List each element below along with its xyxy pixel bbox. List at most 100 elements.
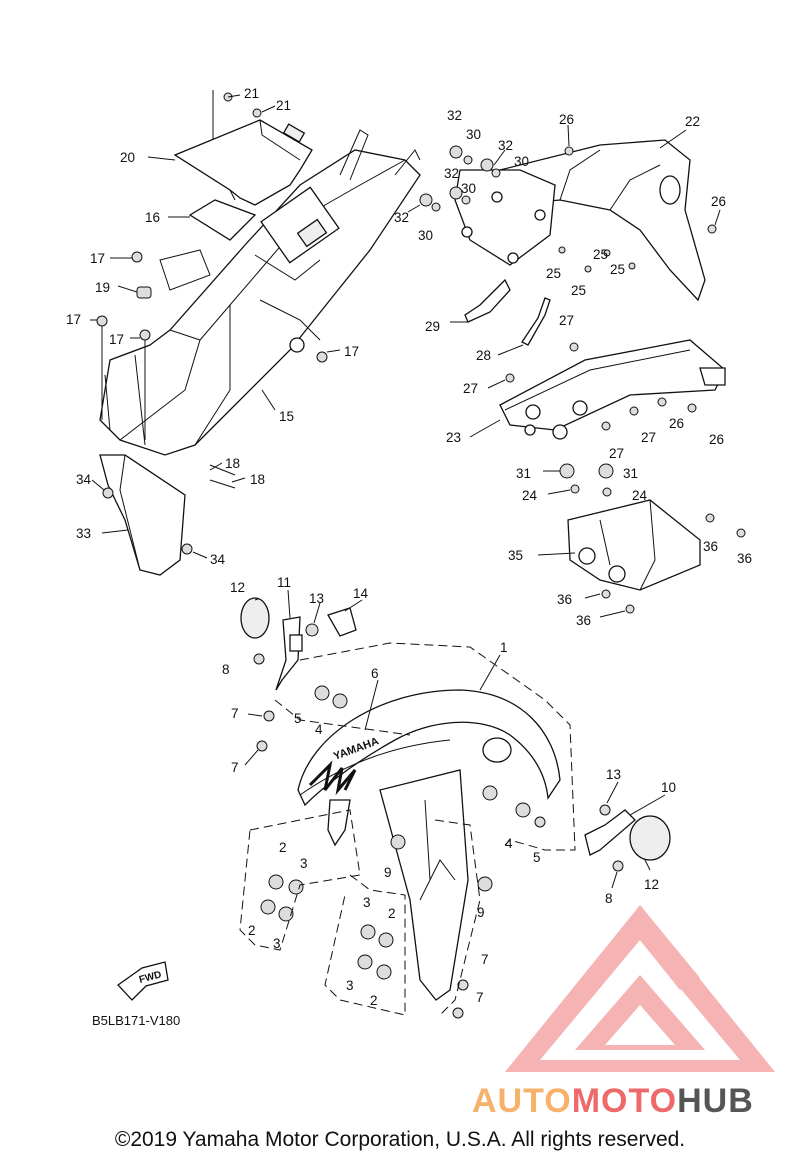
callout-3d: 3 xyxy=(346,978,354,993)
callout-27a: 27 xyxy=(559,313,574,328)
callout-23: 23 xyxy=(446,430,461,445)
callout-34b: 34 xyxy=(210,552,226,567)
mudguard-lower-cover xyxy=(567,499,701,591)
watermark-text: AUTOMOTOHUB xyxy=(472,1082,754,1121)
callout-35: 35 xyxy=(508,548,523,563)
rubber-pad xyxy=(188,199,257,241)
callout-8b: 8 xyxy=(605,891,613,906)
callout-21a: 21 xyxy=(244,86,259,101)
watermark-part-1: AUTO xyxy=(472,1082,572,1120)
callout-24b: 24 xyxy=(632,488,648,503)
callout-5b: 5 xyxy=(533,850,541,865)
front-fender: YAMAHA xyxy=(297,689,561,1001)
rear-flap xyxy=(99,454,236,576)
callout-25d: 25 xyxy=(610,262,625,277)
callout-18b: 18 xyxy=(250,472,265,487)
callout-12b: 12 xyxy=(644,877,659,892)
callout-25c: 25 xyxy=(571,283,586,298)
dashed-assembly-lines xyxy=(239,642,576,1016)
rear-frame-bracket xyxy=(499,339,726,440)
callout-30c: 30 xyxy=(461,181,476,196)
callout-7c: 7 xyxy=(481,952,489,967)
automotohub-logo xyxy=(505,905,775,1072)
callout-29: 29 xyxy=(425,319,440,334)
callout-31b: 31 xyxy=(623,466,638,481)
fasteners-front xyxy=(256,685,546,1019)
callout-15: 15 xyxy=(279,409,294,424)
callout-13a: 13 xyxy=(309,591,324,606)
callout-6: 6 xyxy=(371,666,379,681)
fwd-arrow: FWD xyxy=(117,961,169,1001)
callout-32c: 32 xyxy=(444,166,459,181)
callout-17b: 17 xyxy=(66,312,81,327)
callout-7a: 7 xyxy=(231,706,239,721)
callout-17d: 17 xyxy=(344,344,359,359)
callout-32d: 32 xyxy=(394,210,409,225)
callout-3a: 3 xyxy=(300,856,308,871)
callout-32a: 32 xyxy=(447,108,462,123)
callout-25b: 25 xyxy=(593,247,608,262)
callout-22: 22 xyxy=(685,114,700,129)
callout-30a: 30 xyxy=(466,127,481,142)
reflector-left xyxy=(240,597,357,691)
callout-5a: 5 xyxy=(294,711,302,726)
rear-fender-assembly xyxy=(99,129,421,456)
callout-3c: 3 xyxy=(363,895,371,910)
callout-26c: 26 xyxy=(669,416,684,431)
callout-20: 20 xyxy=(120,150,135,165)
callout-12a: 12 xyxy=(230,580,245,595)
callout-26d: 26 xyxy=(709,432,724,447)
callout-31a: 31 xyxy=(516,466,531,481)
callout-30b: 30 xyxy=(514,154,529,169)
callout-2d: 2 xyxy=(370,993,378,1008)
callout-4a: 4 xyxy=(315,722,323,737)
callout-21b: 21 xyxy=(276,98,291,113)
stays xyxy=(464,278,551,346)
callout-25a: 25 xyxy=(546,266,561,281)
callout-labels: 1 2 2 2 2 3 3 3 3 4 4 5 5 6 7 7 7 7 8 8 … xyxy=(66,86,752,1008)
callout-7b: 7 xyxy=(231,760,239,775)
callout-16: 16 xyxy=(145,210,160,225)
callout-26b: 26 xyxy=(711,194,726,209)
fasteners-right xyxy=(419,145,746,614)
battery-tray xyxy=(173,119,313,206)
callout-36c: 36 xyxy=(557,592,572,607)
callout-14: 14 xyxy=(353,586,369,601)
callout-2b: 2 xyxy=(248,923,256,938)
fasteners-upper-left xyxy=(96,90,328,440)
callout-1: 1 xyxy=(500,640,508,655)
tail-cowl xyxy=(454,139,706,302)
watermark-part-2: MOTO xyxy=(571,1082,678,1120)
callout-32b: 32 xyxy=(498,138,513,153)
callout-11: 11 xyxy=(277,575,291,590)
callout-3b: 3 xyxy=(273,936,281,951)
callout-10: 10 xyxy=(661,780,676,795)
reflector-right xyxy=(584,804,671,872)
callout-2c: 2 xyxy=(388,906,396,921)
callout-4b: 4 xyxy=(505,836,513,851)
callout-9a: 9 xyxy=(384,865,392,880)
callout-36a: 36 xyxy=(703,539,718,554)
callout-27b: 27 xyxy=(463,381,478,396)
callout-19: 19 xyxy=(95,280,110,295)
callout-30d: 30 xyxy=(418,228,433,243)
callout-27d: 27 xyxy=(641,430,656,445)
drawing-code: B5LB171-V180 xyxy=(92,1013,181,1028)
callout-17a: 17 xyxy=(90,251,105,266)
callout-28: 28 xyxy=(476,348,491,363)
callout-2a: 2 xyxy=(279,840,287,855)
callout-26a: 26 xyxy=(559,112,574,127)
callout-8a: 8 xyxy=(222,662,230,677)
callout-7d: 7 xyxy=(476,990,484,1005)
callout-33: 33 xyxy=(76,526,91,541)
callout-18a: 18 xyxy=(225,456,240,471)
callout-36d: 36 xyxy=(576,613,591,628)
callout-34a: 34 xyxy=(76,472,92,487)
callout-9b: 9 xyxy=(477,905,485,920)
callout-36b: 36 xyxy=(737,551,752,566)
watermark-part-3: HUB xyxy=(677,1082,754,1120)
copyright-notice: ©2019 Yamaha Motor Corporation, U.S.A. A… xyxy=(114,1128,686,1151)
callout-leaders xyxy=(90,94,721,889)
callout-24a: 24 xyxy=(522,488,538,503)
